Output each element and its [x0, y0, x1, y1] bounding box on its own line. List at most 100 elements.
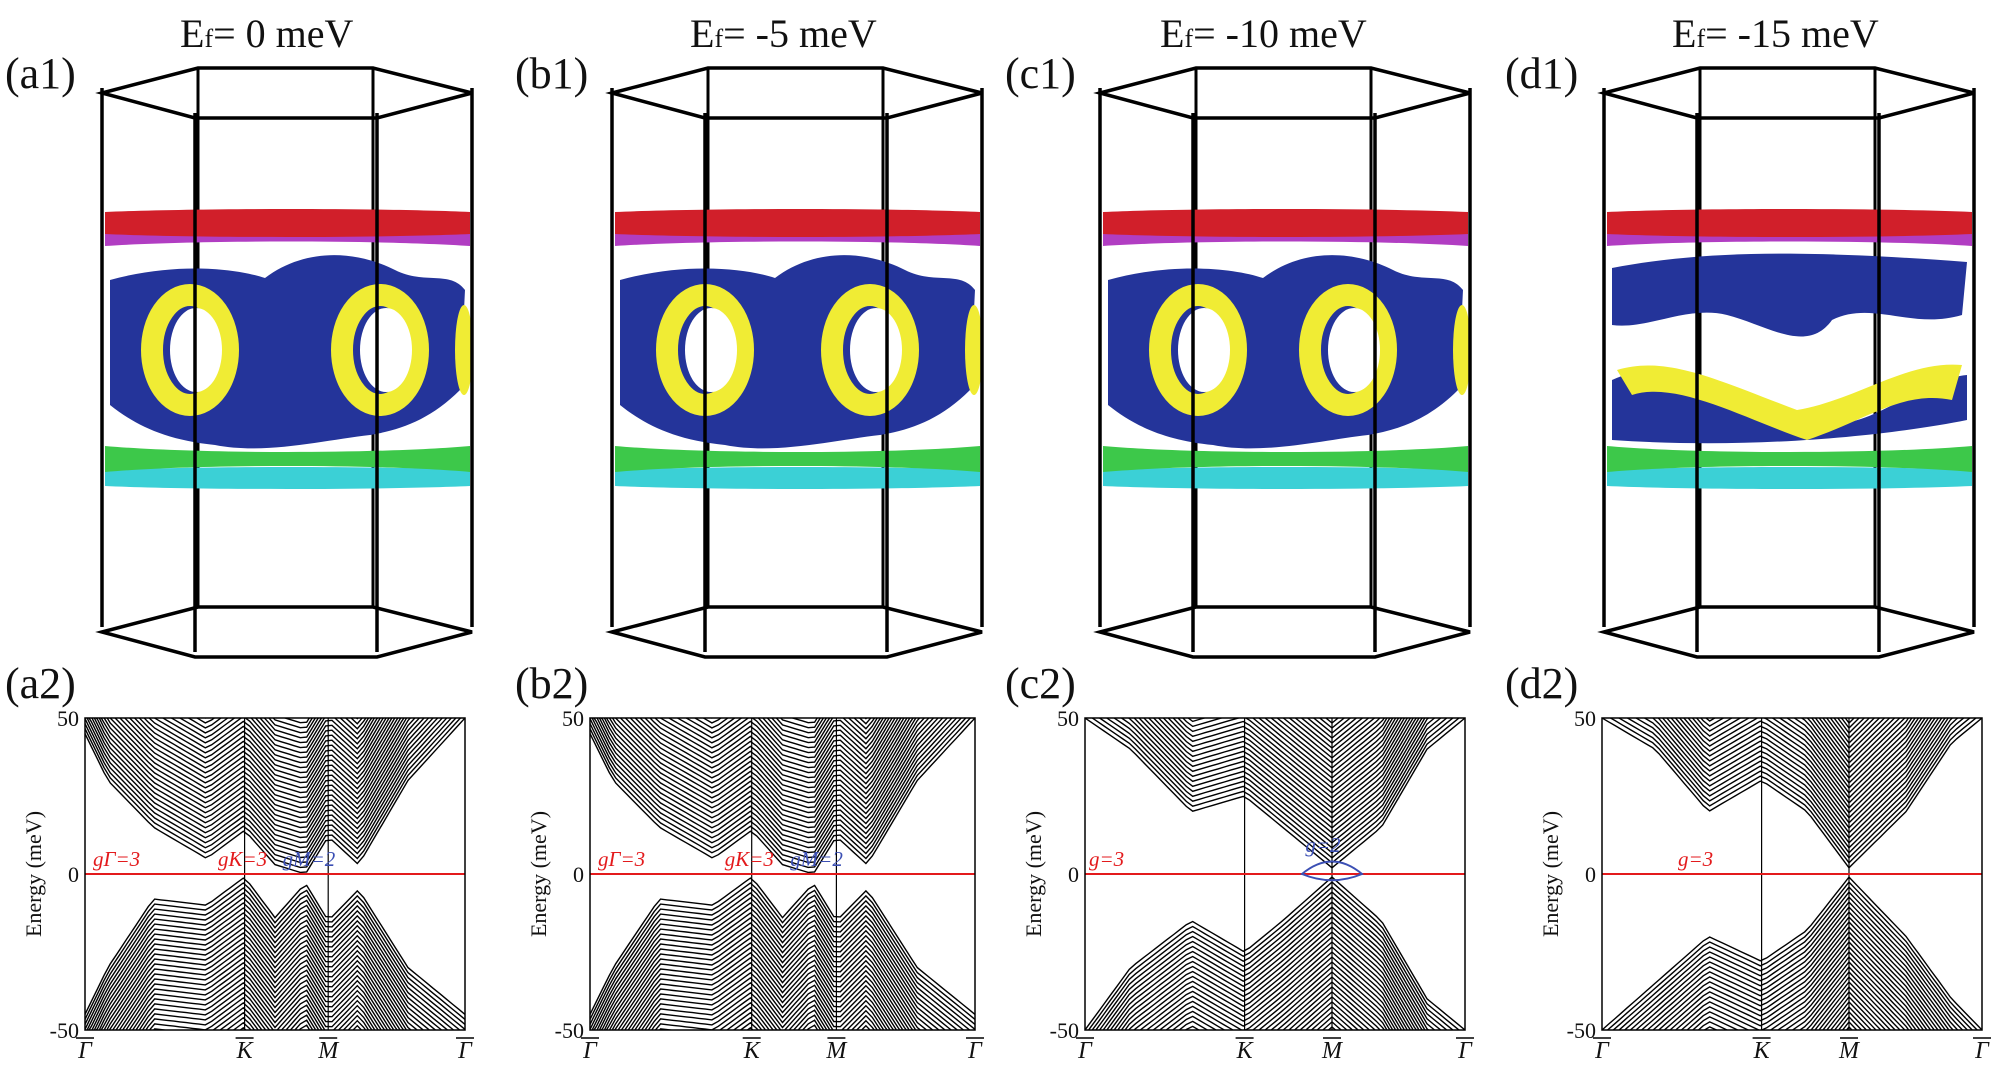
band-line [702, 718, 876, 739]
y-axis-label: Energy (meV) [1021, 811, 1046, 937]
band-line [600, 718, 940, 834]
band-line [93, 718, 435, 839]
band-line [128, 971, 389, 1030]
band-line [640, 981, 891, 1030]
band-line [272, 718, 359, 729]
band-lines [1085, 718, 1465, 1030]
bz-top-face [95, 66, 473, 120]
band-line [1695, 718, 1916, 789]
panel-title: Ef= -10 meV [1160, 11, 1367, 56]
y-tick-label: 50 [1574, 706, 1596, 731]
band-line [1691, 955, 1917, 1030]
band-line [1606, 881, 1979, 1030]
band-line [91, 907, 449, 1030]
band-line [1105, 718, 1448, 854]
fermi-pocket-yellow [331, 284, 429, 416]
band-line [85, 718, 465, 874]
plot-frame [1601, 717, 1983, 1031]
band-line [1085, 876, 1465, 1030]
fermi-hole [1328, 308, 1380, 392]
band-line [204, 718, 364, 734]
band-line [1617, 891, 1969, 1030]
edge-state-loop [1300, 860, 1364, 882]
band-line [627, 961, 904, 1030]
x-tick-label: K [743, 1038, 762, 1064]
band-line [1098, 896, 1442, 1030]
band-line [634, 718, 905, 789]
band-line [649, 718, 896, 774]
x-tick-label: K [1236, 1038, 1255, 1064]
band-line [1106, 906, 1430, 1030]
fermi-hole [850, 308, 902, 392]
band-line [109, 718, 408, 809]
band-line [1127, 718, 1430, 839]
fermi-hole [360, 308, 412, 392]
band-line [598, 718, 944, 839]
band-line [1629, 901, 1959, 1030]
band-line [598, 912, 953, 1030]
x-tick-label: Γ [582, 1038, 598, 1064]
gap-annotation: gΓ=3 [93, 847, 140, 871]
band-line [590, 712, 975, 713]
band-line [95, 718, 430, 834]
fermi-pocket-yellow [141, 284, 239, 416]
band-line [590, 718, 972, 869]
band-line [1330, 718, 1334, 719]
band-line [605, 718, 930, 824]
band-line [605, 927, 934, 1030]
band-line [1634, 718, 1959, 849]
band-line [593, 718, 953, 849]
x-tick-label: Γ [967, 1038, 983, 1064]
bz-bottom-face [1597, 605, 1975, 659]
band-line [611, 937, 922, 1030]
band-line [1098, 718, 1454, 859]
band-line [1139, 946, 1406, 1030]
band-line [637, 976, 895, 1030]
panel-label-top: (b1) [515, 49, 589, 98]
band-line [85, 877, 465, 1015]
band-line [633, 971, 898, 1030]
brillouin-zone-2 [1093, 66, 1472, 659]
y-tick-label: 0 [1585, 862, 1596, 887]
band-line [1120, 926, 1418, 1030]
band-line [1678, 718, 1930, 809]
band-line [590, 718, 963, 859]
band-line [114, 718, 405, 804]
band-line [644, 718, 900, 779]
band-line [590, 887, 975, 1025]
band-line [624, 956, 908, 1030]
band-line [178, 718, 373, 749]
band-line [1113, 916, 1424, 1030]
band-line [95, 917, 437, 1030]
band-lines [590, 712, 975, 1030]
fermi-pocket-yellow [1453, 305, 1471, 395]
band-line [1145, 951, 1403, 1030]
band-line [1623, 896, 1964, 1030]
band-line [195, 718, 367, 739]
band-line [624, 718, 911, 799]
band-line [608, 932, 928, 1030]
band-line [611, 718, 921, 814]
y-tick-label: 0 [68, 862, 79, 887]
band-line [600, 917, 947, 1030]
band-line [1663, 930, 1936, 1030]
band-line [239, 1026, 247, 1030]
band-line [1657, 718, 1947, 834]
band-line [779, 718, 868, 729]
band-line [1612, 886, 1974, 1030]
band-line [676, 718, 884, 754]
band-line [1602, 712, 1982, 713]
band-line [121, 961, 395, 1030]
bz-top-face [1597, 66, 1975, 120]
band-line [138, 718, 390, 779]
band-line [1087, 881, 1461, 1030]
band-line [1172, 718, 1403, 794]
band-line [1687, 718, 1923, 799]
band-line [1152, 718, 1414, 814]
band-line [85, 882, 465, 1020]
y-tick-label: 0 [573, 862, 584, 887]
plot-frame [1084, 717, 1466, 1031]
